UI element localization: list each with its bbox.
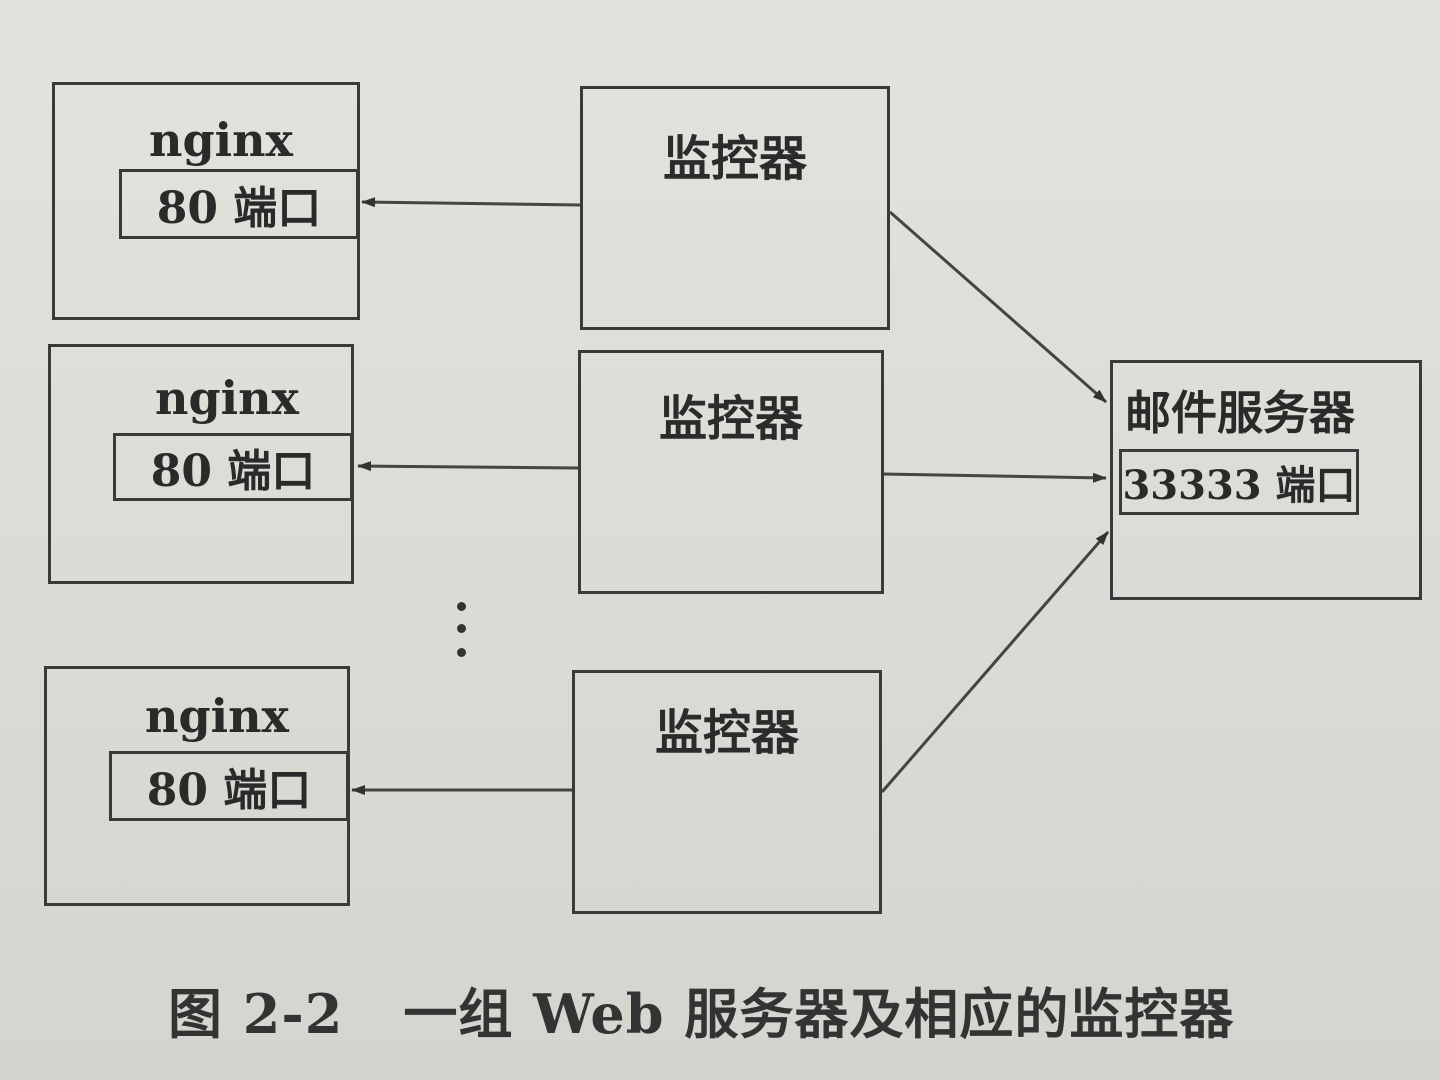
arrow-monitor2-to-nginx2 <box>357 461 579 472</box>
mail-server-box: 邮件服务器 33333 端口 <box>1110 360 1422 600</box>
nginx-title: nginx <box>149 113 293 167</box>
vertical-ellipsis-icon <box>452 596 472 666</box>
monitor-box-3: 监控器 <box>572 670 882 914</box>
arrow-monitor3-to-mail <box>880 531 1110 793</box>
mail-server-title: 邮件服务器 <box>1125 386 1355 440</box>
figure-caption: 图 2-2 一组 Web 服务器及相应的监控器 <box>168 970 1234 1049</box>
nginx-port-label: 80 端口 <box>150 446 316 497</box>
arrow-monitor1-to-nginx1 <box>361 197 581 208</box>
arrow-monitor1-to-mail <box>889 210 1107 404</box>
nginx-server-box-3: nginx 80 端口 <box>44 666 350 906</box>
mail-server-port-label: 33333 端口 <box>1122 462 1356 509</box>
nginx-port-box: 80 端口 <box>109 751 349 821</box>
monitor-box-2: 监控器 <box>578 350 884 594</box>
nginx-title: nginx <box>145 689 289 743</box>
nginx-port-label: 80 端口 <box>156 183 322 234</box>
mail-server-port-box: 33333 端口 <box>1119 449 1359 515</box>
figure-number: 图 2-2 <box>168 982 344 1046</box>
nginx-port-label: 80 端口 <box>146 765 312 816</box>
monitor-box-1: 监控器 <box>580 86 890 330</box>
nginx-port-box: 80 端口 <box>119 169 359 239</box>
monitor-label: 监控器 <box>658 391 803 447</box>
monitor-label: 监控器 <box>654 705 799 761</box>
nginx-port-box: 80 端口 <box>113 433 353 501</box>
nginx-server-box-1: nginx 80 端口 <box>52 82 360 320</box>
nginx-server-box-2: nginx 80 端口 <box>48 344 354 584</box>
arrow-monitor2-to-mail <box>883 472 1107 483</box>
monitor-label: 监控器 <box>662 131 807 187</box>
nginx-title: nginx <box>155 371 299 425</box>
figure-caption-text: 一组 Web 服务器及相应的监控器 <box>403 982 1235 1046</box>
